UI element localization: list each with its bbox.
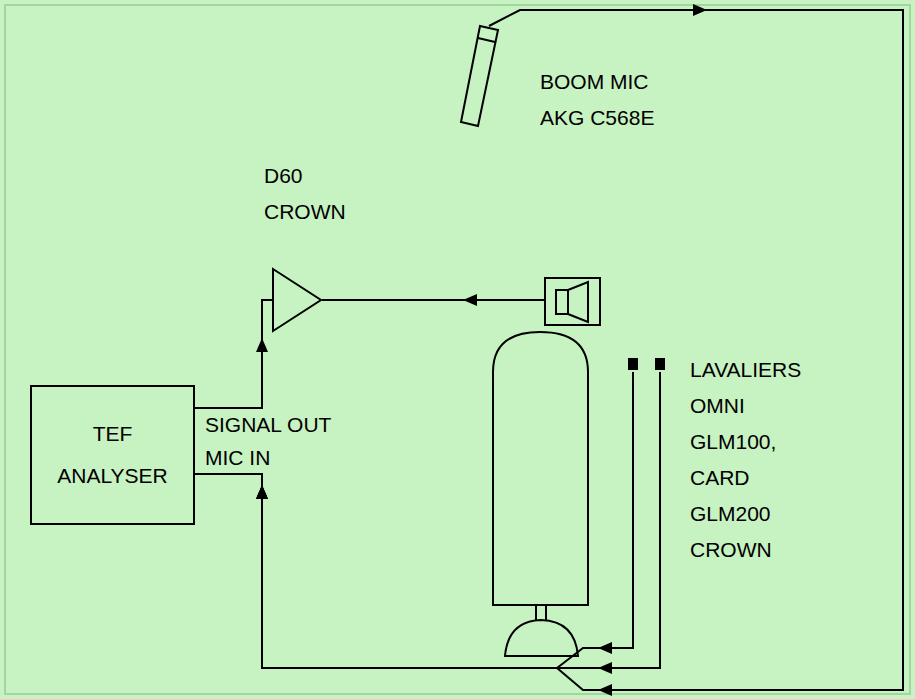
arrow-head — [256, 338, 268, 352]
shape-outline — [272, 268, 322, 332]
loudspeaker-symbol — [545, 278, 600, 325]
loudspeaker-cone — [568, 282, 588, 322]
lavalier-capsule — [628, 358, 638, 370]
amplifier-symbol: D60 CROWN — [272, 268, 322, 332]
signal-connector — [195, 372, 660, 674]
lavalier-capsule — [655, 358, 665, 370]
arrow-head — [598, 662, 612, 674]
node-label: BOOM MIC AKG C568E — [540, 64, 675, 136]
arrow-head — [693, 4, 707, 16]
port-label: MIC IN — [205, 446, 270, 470]
node-label: LAVALIERS OMNI GLM100, CARD GLM200 CROWN — [690, 352, 801, 568]
node-label: D60 CROWN — [264, 158, 346, 230]
shape-outline — [626, 358, 668, 372]
signal-connector — [195, 372, 633, 668]
label-holder: D60 CROWN — [264, 158, 346, 230]
mannequin-head — [493, 332, 588, 605]
signal-connector — [195, 4, 903, 696]
connector-line — [195, 372, 660, 668]
arrow-head — [256, 485, 268, 499]
boom-mic: BOOM MIC AKG C568E — [458, 26, 500, 128]
loudspeaker-magnet — [556, 290, 568, 314]
mannequin-stand — [536, 605, 546, 620]
arrow-head — [598, 684, 612, 696]
amplifier-triangle — [273, 269, 321, 331]
label-holder: BOOM MIC AKG C568E — [540, 64, 675, 136]
label-holder: LAVALIERS OMNI GLM100, CARD GLM200 CROWN — [690, 352, 801, 568]
speaker-wire — [322, 299, 545, 301]
connector-line — [195, 372, 633, 668]
mic-body — [461, 26, 498, 126]
analyser-box: TEF ANALYSER — [30, 385, 195, 525]
signal-connector — [195, 300, 272, 408]
shape-outline — [458, 26, 500, 128]
connector-line — [195, 300, 272, 408]
lavalier-mics: LAVALIERS OMNI GLM100, CARD GLM200 CROWN — [626, 358, 668, 372]
mic-band — [478, 38, 495, 42]
mannequin-base — [505, 620, 578, 656]
frame — [5, 5, 910, 694]
port-label: SIGNAL OUT — [205, 413, 331, 437]
node-title: TEF ANALYSER — [57, 413, 167, 497]
arrow-head — [463, 294, 477, 306]
connector-line — [195, 10, 903, 690]
arrow-head — [256, 485, 268, 499]
arrow-head — [256, 485, 268, 499]
arrow-head — [598, 642, 612, 654]
